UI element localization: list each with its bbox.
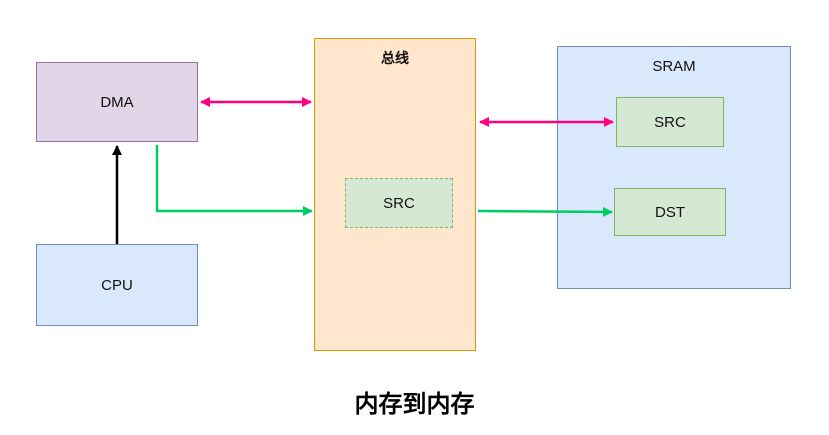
sram-dst-label: DST bbox=[655, 203, 685, 221]
diagram-caption: 内存到内存 bbox=[354, 390, 475, 418]
cpu-label: CPU bbox=[101, 276, 133, 294]
sram-src-label: SRC bbox=[654, 113, 686, 131]
dma-to-bus-data-arrow[interactable] bbox=[155, 145, 313, 216]
dma-node[interactable]: DMA bbox=[36, 62, 198, 142]
dma-label: DMA bbox=[100, 93, 134, 111]
sram-dst-node[interactable]: DST bbox=[614, 188, 726, 236]
sram-label: SRAM bbox=[652, 58, 696, 75]
cpu-node[interactable]: CPU bbox=[36, 244, 198, 326]
sram-src-node[interactable]: SRC bbox=[616, 97, 724, 147]
bus-label: 总线 bbox=[381, 50, 409, 66]
bus-src-node[interactable]: SRC bbox=[345, 178, 453, 228]
sram-node[interactable]: SRAM bbox=[557, 46, 791, 289]
bus-src-label: SRC bbox=[383, 194, 415, 212]
